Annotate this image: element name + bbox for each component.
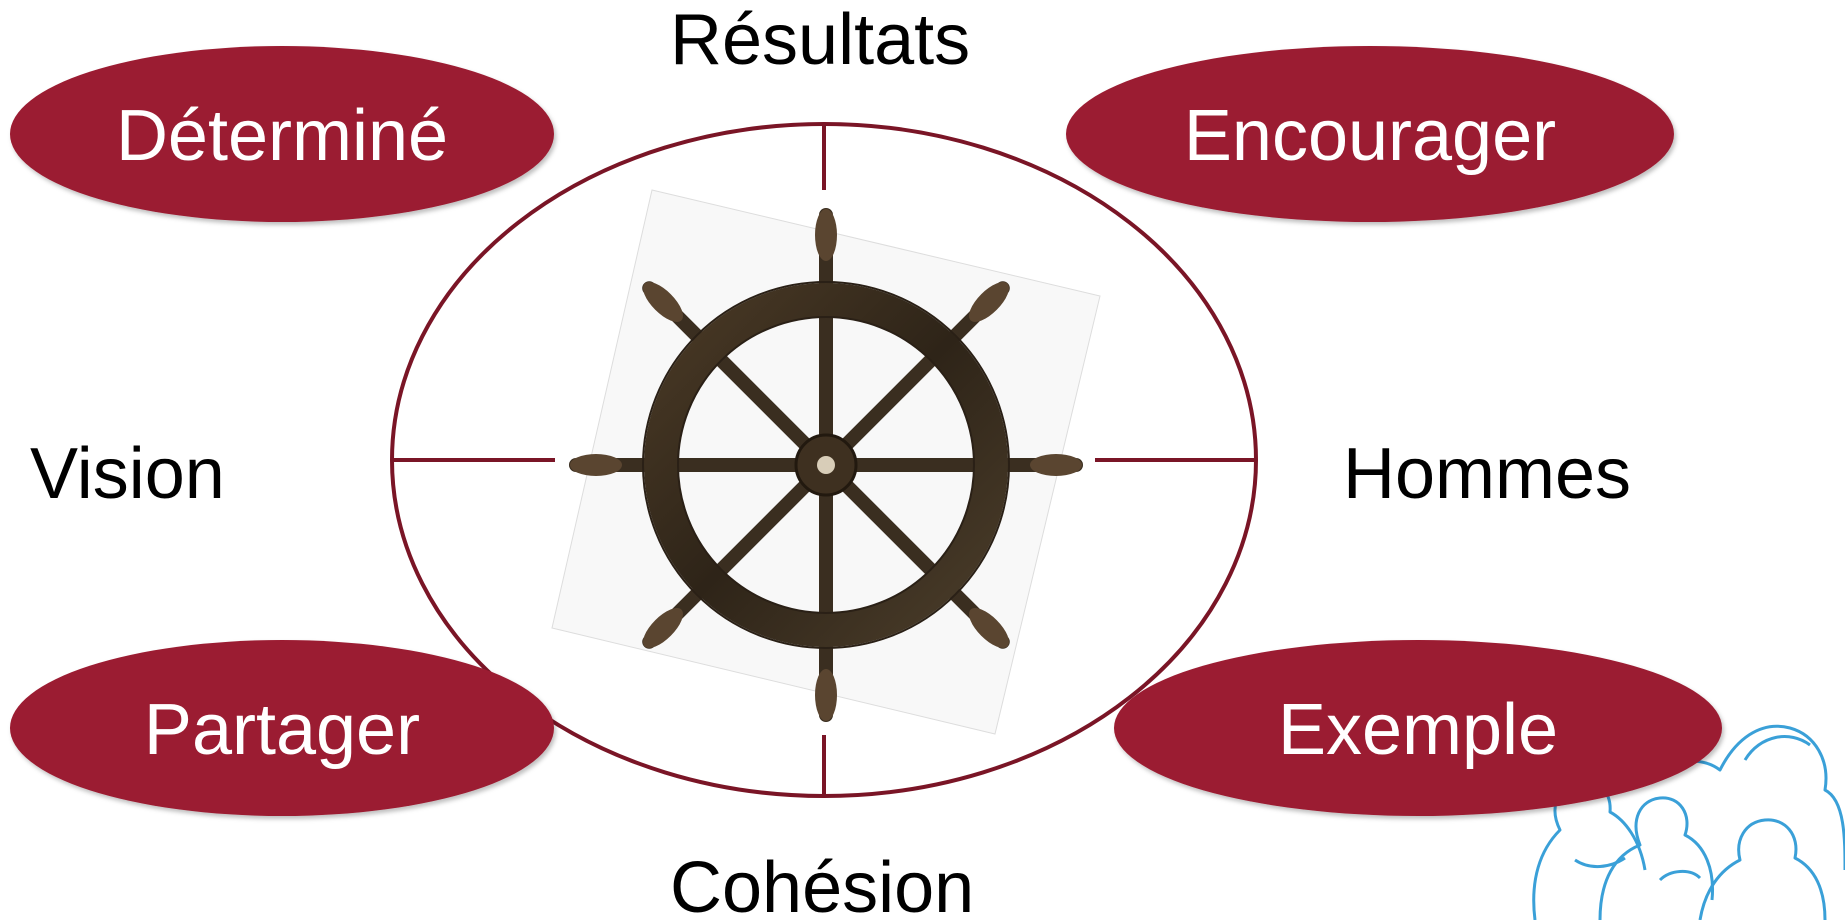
pill-bottom-left-label: Partager: [144, 694, 420, 766]
pill-top-right-label: Encourager: [1184, 100, 1556, 172]
pill-top-left-label: Déterminé: [116, 100, 448, 172]
label-top: Résultats: [670, 4, 970, 76]
pill-bottom-right-label: Exemple: [1278, 694, 1558, 766]
ship-wheel-icon: [552, 190, 1100, 734]
label-left: Vision: [30, 438, 225, 510]
label-right: Hommes: [1343, 438, 1631, 510]
label-bottom: Cohésion: [670, 852, 974, 920]
